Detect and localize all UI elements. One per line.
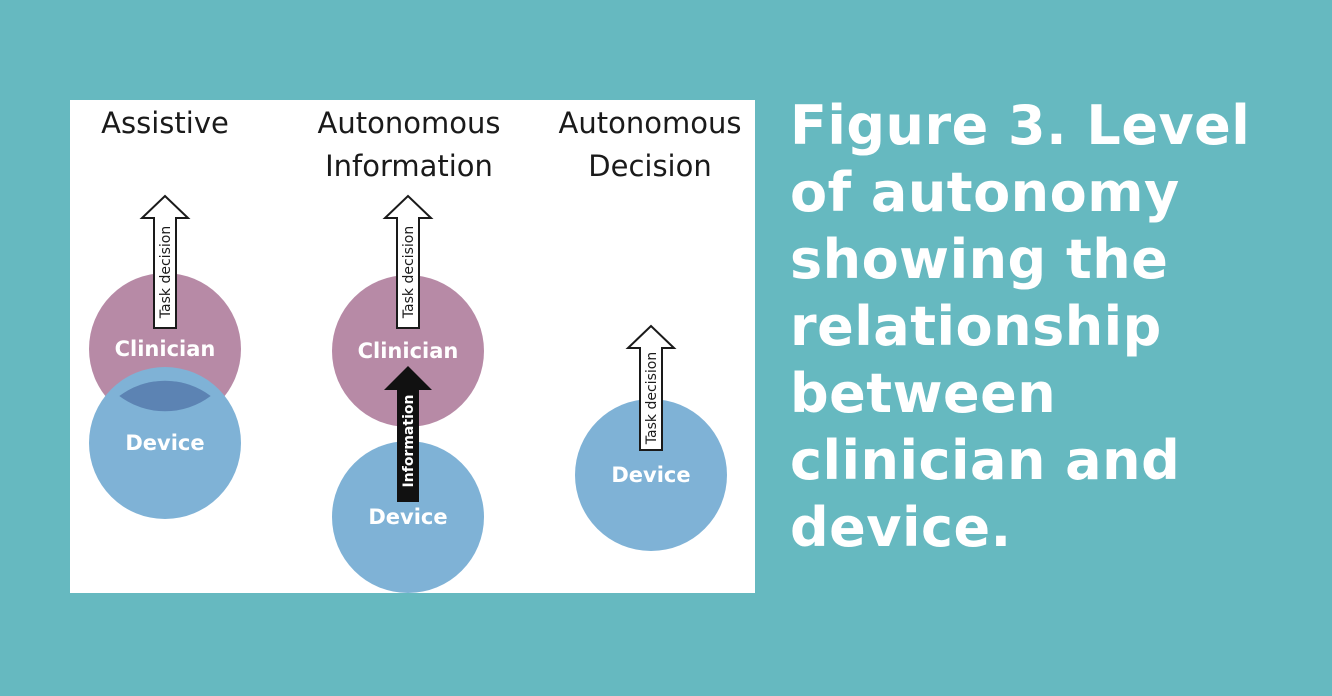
caption-line: Figure 3. Level [790, 94, 1251, 157]
task-decision-label-autonomous-decision: Task decision [644, 352, 660, 445]
clinician-label-autonomous-information: Clinician [358, 339, 459, 363]
device-label-autonomous-information: Device [368, 505, 447, 529]
autonomy-diagram-panel: Assistive Autonomous Information Autonom… [70, 100, 755, 593]
device-label-assistive: Device [125, 431, 204, 455]
device-circle-autonomous-information [332, 441, 484, 593]
information-arrow-label: Information [401, 395, 417, 488]
information-arrow [384, 366, 432, 502]
column-title-assistive: Assistive [101, 106, 229, 140]
column-title-autonomous-decision-line1: Autonomous [559, 106, 742, 140]
caption-line: relationship [790, 295, 1162, 358]
task-decision-label-autonomous-information: Task decision [401, 226, 417, 319]
task-decision-arrow-autonomous-decision [625, 324, 677, 451]
task-decision-arrow-assistive [139, 194, 191, 329]
caption-line: clinician and [790, 429, 1181, 492]
column-title-autonomous-information-line1: Autonomous [318, 106, 501, 140]
column-title-autonomous-information-line2: Information [325, 149, 493, 183]
autonomy-diagram: Assistive Autonomous Information Autonom… [89, 106, 742, 593]
clinician-label-assistive: Clinician [115, 337, 216, 361]
caption-line: between [790, 362, 1057, 425]
device-label-autonomous-decision: Device [611, 463, 690, 487]
column-title-autonomous-decision-line2: Decision [588, 149, 711, 183]
caption-line: device. [790, 496, 1012, 559]
caption-line: of autonomy [790, 161, 1180, 224]
caption-line: showing the [790, 228, 1169, 291]
device-circle-autonomous-decision [575, 399, 727, 551]
figure-caption: Figure 3. Level of autonomy showing the … [790, 92, 1320, 561]
task-decision-label-assistive: Task decision [158, 226, 174, 319]
device-circle-assistive [89, 367, 241, 519]
overlap-region-assistive [119, 380, 211, 412]
clinician-circle-autonomous-information [332, 275, 484, 427]
task-decision-arrow-autonomous-information [382, 194, 434, 329]
